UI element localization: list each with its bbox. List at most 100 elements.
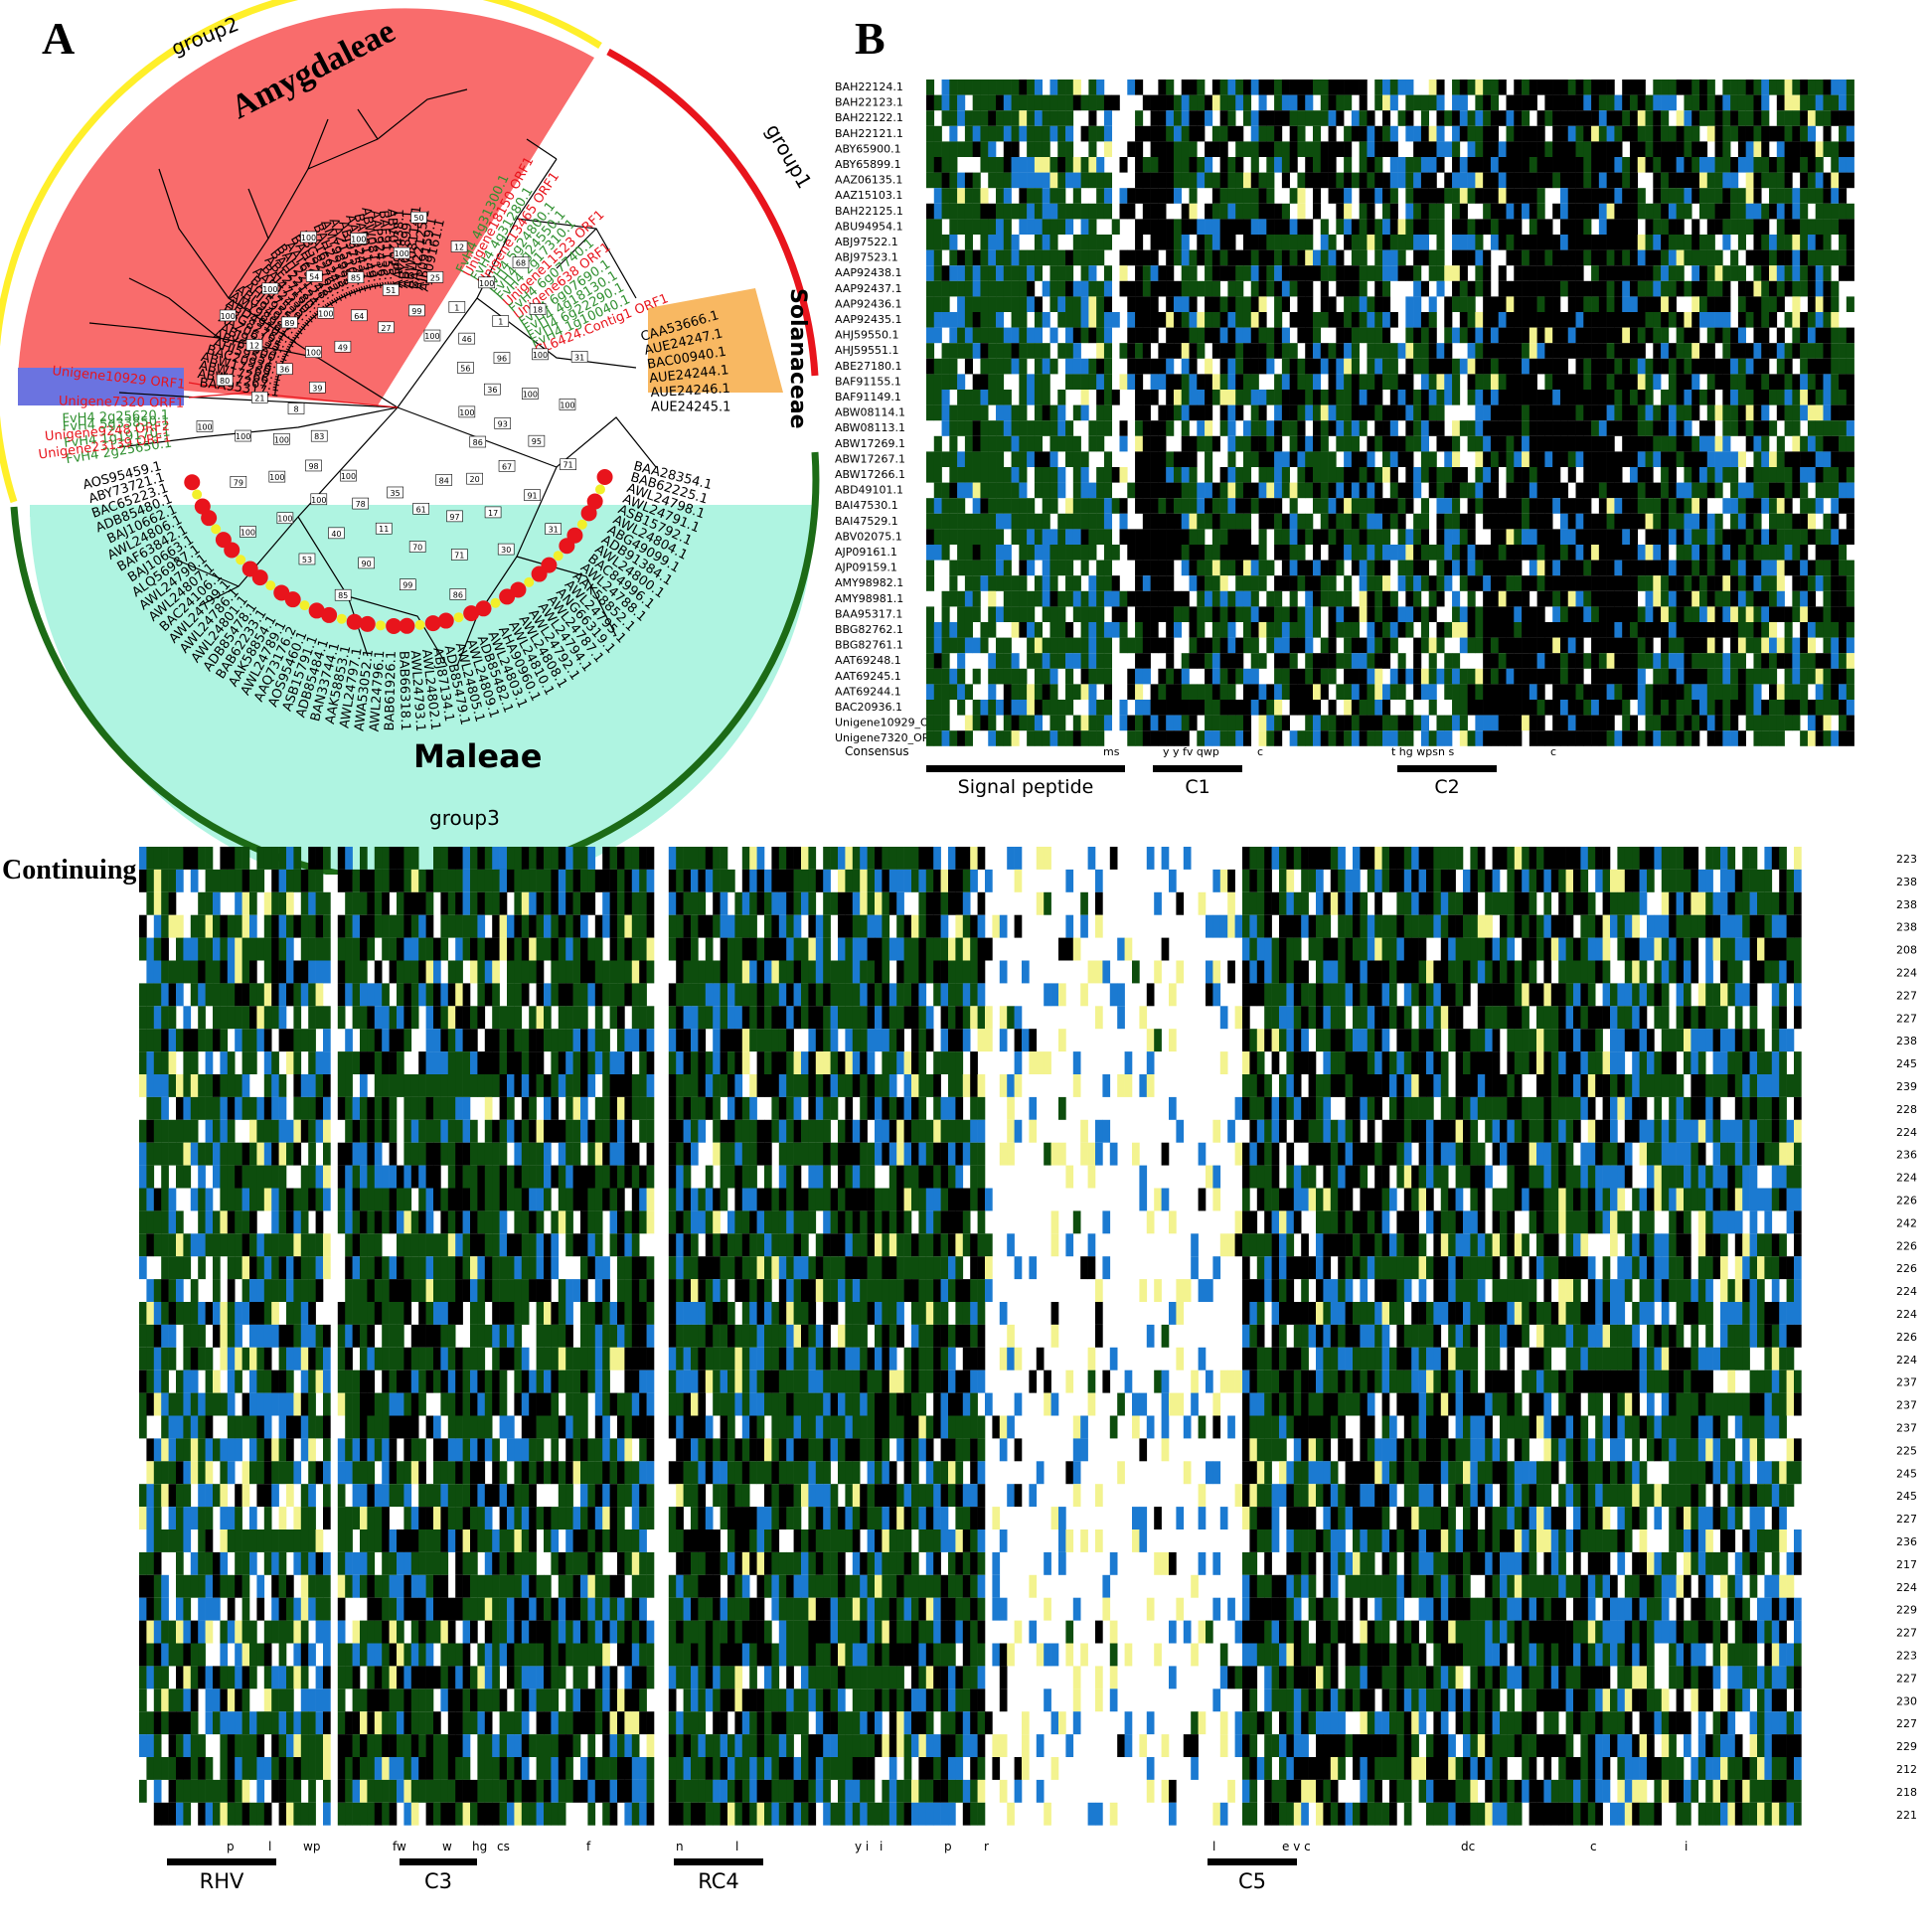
bootstrap-value: 36 xyxy=(279,366,289,375)
bootstrap-box xyxy=(528,434,546,447)
bootstrap-box xyxy=(529,303,547,315)
bootstrap-box xyxy=(310,429,328,442)
bootstrap-box xyxy=(268,470,286,483)
sequence-length: 237 xyxy=(1896,1422,1917,1435)
blue-box xyxy=(18,368,184,405)
leaf-label: ABV02075.1 xyxy=(384,209,401,289)
bootstrap-box xyxy=(300,231,317,243)
bootstrap-value: 100 xyxy=(301,234,316,242)
motif-label: RC4 xyxy=(698,1869,739,1893)
sequence-length: 224 xyxy=(1896,1285,1917,1298)
maleae-sector xyxy=(30,505,815,875)
yellow-marker xyxy=(576,519,587,530)
bootstrap-value: 85 xyxy=(351,274,361,283)
bootstrap-value: 11 xyxy=(379,525,389,534)
bootstrap-box xyxy=(478,276,495,289)
bootstrap-box xyxy=(494,417,512,429)
group3-arc xyxy=(10,451,820,875)
motif-bar xyxy=(1397,765,1497,772)
motif-label: RHV xyxy=(200,1869,244,1893)
bootstrap-value: 12 xyxy=(454,243,464,252)
consensus-fragment: t hg wpsn s xyxy=(1391,745,1454,758)
leaf-label: FvH4 2g25620.1 xyxy=(62,408,169,427)
sequence-length: 224 xyxy=(1896,967,1917,980)
sequence-length: 226 xyxy=(1896,1331,1917,1344)
bootstrap-box xyxy=(449,588,467,600)
group2-arc xyxy=(0,0,602,504)
consensus-fragment: c xyxy=(1590,1840,1597,1853)
alignment-row-name: BAF91149.1 xyxy=(835,391,901,403)
bootstrap-box xyxy=(457,362,474,374)
sequence-length: 227 xyxy=(1896,1717,1917,1730)
bootstrap-box xyxy=(196,420,214,432)
bootstrap-value: 31 xyxy=(549,526,559,535)
motif-bar xyxy=(674,1858,763,1865)
bootstrap-value: 100 xyxy=(523,391,538,400)
consensus-fragment: p xyxy=(944,1840,952,1853)
bootstrap-value: 90 xyxy=(362,560,372,568)
motif-label: Signal peptide xyxy=(958,776,1094,798)
bootstrap-box xyxy=(484,383,501,396)
bootstrap-value: 98 xyxy=(308,462,318,471)
bootstrap-value: 35 xyxy=(391,489,401,498)
consensus-fragment: n xyxy=(676,1840,684,1853)
red-marker xyxy=(251,569,268,586)
sequence-length: 227 xyxy=(1896,1627,1917,1640)
motif-bar xyxy=(1208,1858,1297,1865)
yellow-marker xyxy=(211,524,222,535)
red-marker xyxy=(566,527,583,544)
sequence-length: 238 xyxy=(1896,898,1917,911)
panel-a-label: A xyxy=(42,13,76,64)
bootstrap-box xyxy=(484,506,502,519)
sequence-length: 236 xyxy=(1896,1535,1917,1548)
bootstrap-value: 78 xyxy=(356,500,366,509)
red-marker xyxy=(359,615,376,632)
consensus-fragment: dc xyxy=(1461,1840,1475,1853)
red-marker xyxy=(596,468,613,485)
bootstrap-value: 84 xyxy=(439,476,449,485)
sequence-length: 238 xyxy=(1896,921,1917,934)
bootstrap-box xyxy=(378,321,395,334)
bootstrap-value: 20 xyxy=(470,475,480,484)
red-marker xyxy=(586,493,603,510)
leaf-label: AUE24246.1 xyxy=(650,382,730,401)
bootstrap-box xyxy=(410,211,427,224)
alignment-row-name: AAP92438.1 xyxy=(835,266,901,279)
bootstrap-box xyxy=(235,429,251,442)
leaf-label: BAF91155.1 xyxy=(376,210,397,289)
bootstrap-value: 89 xyxy=(284,319,294,328)
bootstrap-box xyxy=(412,502,429,515)
consensus-fragment: wp xyxy=(303,1840,320,1853)
consensus-fragment: r xyxy=(984,1840,989,1853)
bootstrap-box xyxy=(298,553,316,565)
sequence-length: 228 xyxy=(1896,1103,1917,1116)
sequence-length: 224 xyxy=(1896,1581,1917,1594)
consensus-fragment: y i xyxy=(855,1840,869,1853)
bootstrap-value: 100 xyxy=(479,279,494,288)
bootstrap-value: 67 xyxy=(502,462,512,471)
group1-arc xyxy=(606,48,819,377)
alignment-row-name: ABW17267.1 xyxy=(835,452,905,465)
yellow-marker xyxy=(553,551,564,562)
red-marker xyxy=(541,557,558,573)
bootstrap-box xyxy=(446,510,463,523)
bootstrap-box xyxy=(408,304,425,317)
alignment-row-name: ABW17269.1 xyxy=(835,437,905,450)
red-marker xyxy=(399,617,415,634)
bootstrap-value: 64 xyxy=(354,312,364,321)
consensus-fragment: l xyxy=(268,1840,271,1853)
bootstrap-box xyxy=(497,543,515,556)
bootstrap-box xyxy=(512,256,530,269)
bootstrap-value: 40 xyxy=(331,530,341,539)
bootstrap-value: 70 xyxy=(412,544,422,553)
bootstrap-value: 12 xyxy=(249,341,259,350)
solanaceae-label: Solanaceae xyxy=(785,288,810,429)
motif-label: C3 xyxy=(424,1869,452,1893)
alignment-row-name: BAH22121.1 xyxy=(835,127,903,140)
alignment-row-name: ABW08113.1 xyxy=(835,421,905,434)
bootstrap-box xyxy=(560,458,576,471)
leaf-label: BAB66318.1 xyxy=(396,651,412,731)
alignment-row-name: ABJ97522.1 xyxy=(835,236,898,248)
bootstrap-value: 99 xyxy=(411,307,421,316)
top-consensus-label: Consensus xyxy=(845,744,909,758)
